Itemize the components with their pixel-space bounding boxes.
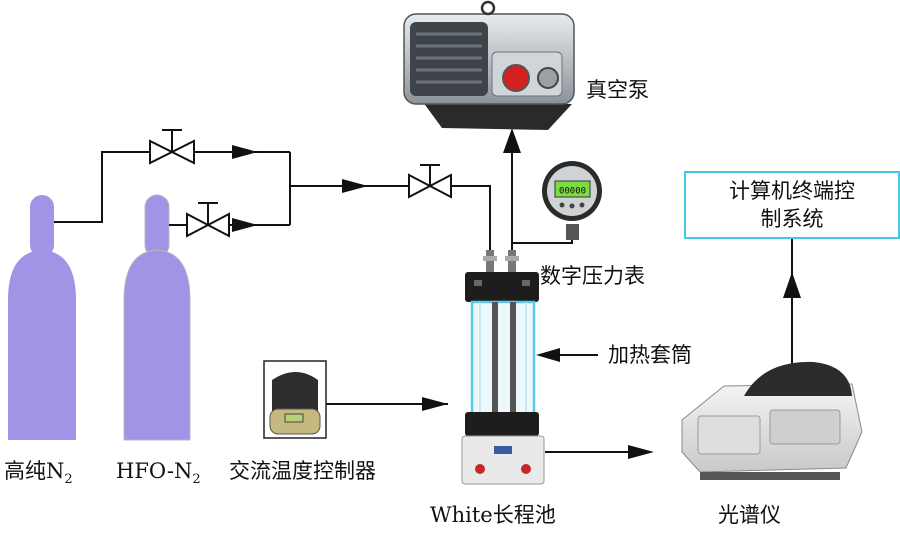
spectrometer-icon — [681, 361, 863, 480]
vacuum-pump-label: 真空泵 — [586, 78, 649, 102]
flow-arrows — [232, 128, 801, 459]
cylinder-hfo-icon — [123, 194, 191, 441]
gauge-readout: 00000 — [559, 187, 586, 197]
temp-controller-label: 交流温度控制器 — [229, 459, 376, 483]
vacuum-pump-icon — [403, 0, 575, 130]
cylinder-n2-icon — [8, 195, 76, 440]
arrow-icon — [503, 128, 521, 153]
computer-label-line2: 制系统 — [761, 207, 824, 231]
valve-icon — [186, 202, 230, 238]
arrow-icon — [232, 145, 258, 159]
pressure-gauge-label: 数字压力表 — [540, 264, 645, 288]
white-cell-icon — [461, 250, 545, 485]
arrow-icon — [783, 272, 801, 298]
heating-jacket-label: 加热套筒 — [608, 343, 692, 367]
temp-controller-icon — [263, 360, 327, 439]
cylinder-n2-label: 高纯N2 — [4, 459, 73, 487]
arrow-icon — [628, 445, 654, 459]
white-cell-label: White长程池 — [430, 503, 556, 527]
computer-box — [684, 171, 900, 239]
arrow-icon — [422, 397, 448, 411]
arrow-icon — [342, 179, 368, 193]
cylinder-hfo-label: HFO-N2 — [116, 459, 201, 487]
spectrometer-label: 光谱仪 — [718, 503, 781, 527]
valve-icon — [149, 129, 195, 165]
computer-label-line1: 计算机终端控 — [729, 179, 855, 203]
valve-icon — [408, 164, 452, 199]
arrow-icon — [536, 348, 560, 362]
pressure-gauge-icon: 00000 — [542, 161, 602, 240]
arrow-icon — [232, 218, 258, 232]
